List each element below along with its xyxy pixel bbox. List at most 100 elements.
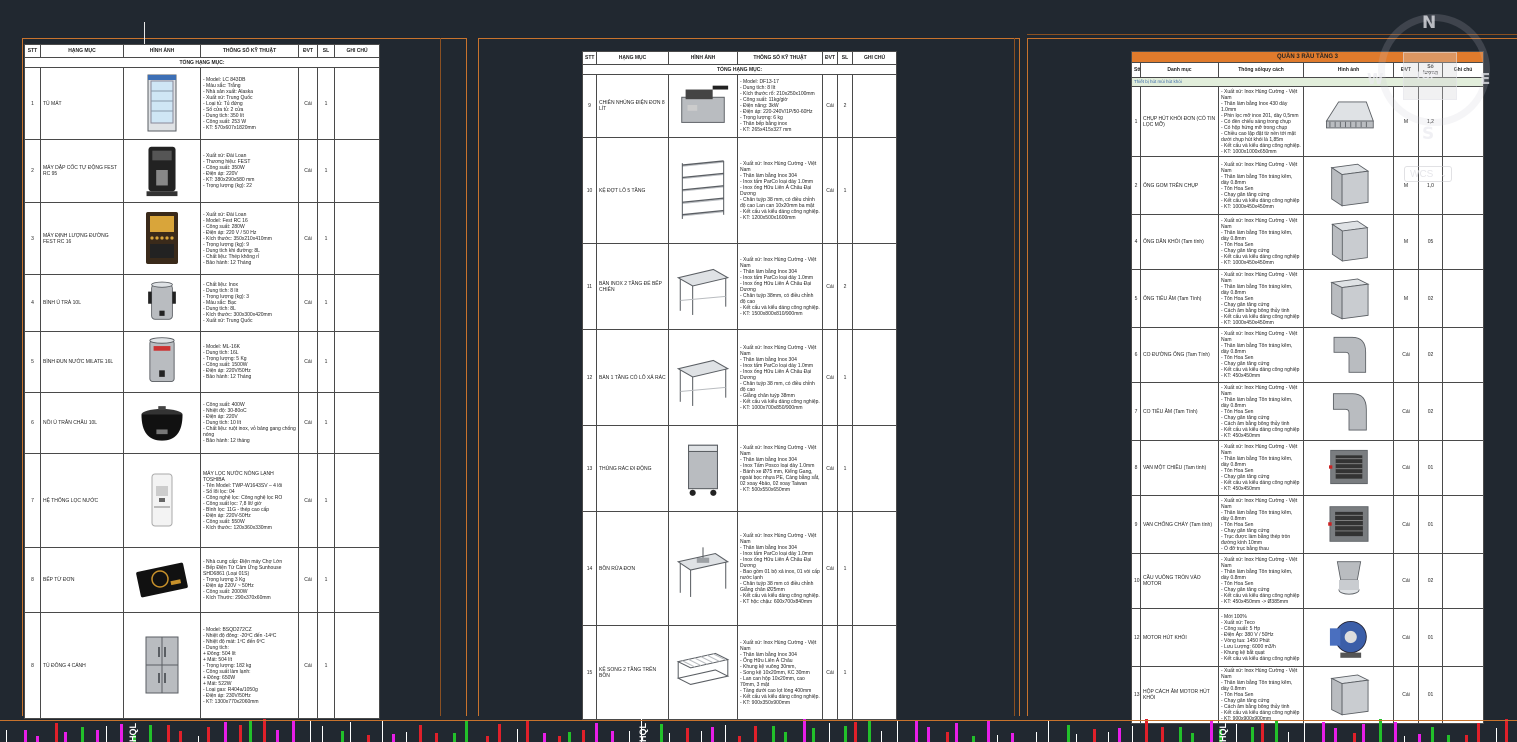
strip-mark (686, 728, 689, 742)
strip-mark (1067, 725, 1070, 742)
wcs-menu[interactable]: WCS ⌄ (1404, 166, 1452, 182)
table-row: 8 TỦ ĐÔNG 4 CÁNH - Model: BSQD272CZ - Nh… (24, 612, 380, 719)
col-header: HÌNH ẢNH (123, 44, 201, 58)
row-number: 5 (1131, 269, 1141, 328)
col-header: HẠNG MỤC (40, 44, 124, 58)
row-number: 15 (582, 625, 597, 720)
product-picture (1309, 498, 1389, 552)
strip-mark (997, 735, 998, 742)
product-image (1303, 440, 1394, 496)
compass-north-label[interactable]: N (1422, 13, 1437, 33)
strip-mark (249, 721, 252, 742)
product-picture (1309, 385, 1389, 439)
strip-mark (498, 724, 501, 742)
unit-cell: Cái (298, 67, 318, 140)
quantity-cell: 1 (317, 202, 335, 275)
item-name: VAN MỘT CHIỀU (Tam tính) (1140, 440, 1219, 496)
item-name: NỒI Ủ TRÂN CHÂU 10L (40, 392, 124, 454)
item-name: HỘP CÁCH ÂM MOTOR HÚT KHÓI (1140, 666, 1219, 724)
col-header: Hình ảnh (1303, 62, 1394, 78)
strip-mark (1118, 728, 1121, 742)
compass-east-label[interactable]: E (1480, 70, 1491, 88)
strip-mark (711, 727, 714, 742)
strip-mark (582, 730, 585, 742)
strip-mark (972, 736, 975, 742)
spec-cell: - Model: DF13-17 - Dung tích: 8 lít - Kí… (737, 74, 823, 138)
note-cell (852, 137, 897, 244)
table-row: 10 CẦU VUÔNG TRÒN VÀO MOTOR - Xuất xứ: I… (1131, 553, 1485, 609)
item-name: VAN CHỐNG CHÁY (Tam tính) (1140, 495, 1219, 554)
strip-mark (350, 722, 351, 742)
note-cell (334, 453, 380, 548)
strip-mark (1477, 723, 1480, 742)
viewcube-compass-ring[interactable] (1378, 14, 1490, 126)
unit-cell: Cái (1393, 382, 1419, 441)
strip-mark (96, 730, 99, 742)
strip-mark (927, 727, 930, 742)
note-cell (334, 612, 380, 719)
strip-mark (660, 724, 663, 742)
item-name: CHIÊN NHÚNG ĐIỆN ĐƠN 8 LÍT (596, 74, 669, 138)
strip-mark (1379, 719, 1382, 742)
unit-cell: Cái (298, 274, 318, 332)
item-name: KỆ SONG 2 TẦNG TRÊN BỒN (596, 625, 669, 720)
viewcube-face-label: TOP (1415, 70, 1438, 82)
product-image (123, 547, 201, 613)
quantity-cell: 1 (317, 331, 335, 393)
strip-mark (987, 721, 990, 742)
product-picture (132, 333, 192, 391)
product-picture (1309, 95, 1389, 149)
product-image (668, 425, 738, 512)
item-name: HỆ THỐNG LỌC NƯỚC (40, 453, 124, 548)
spec-cell: - Model: BSQD272CZ - Nhiệt độ đông: -20º… (200, 612, 299, 719)
product-image (123, 202, 201, 275)
table-row: 13 HỘP CÁCH ÂM MOTOR HÚT KHÓI - Xuất xứ:… (1131, 666, 1485, 724)
quantity-cell: 1 (837, 625, 853, 720)
product-picture (132, 549, 192, 611)
strip-mark (812, 728, 815, 742)
note-cell (1441, 553, 1485, 609)
strip-baseline (0, 720, 1517, 721)
row-number: 1 (24, 67, 41, 140)
col-header: Thông số/quy cách (1218, 62, 1304, 78)
product-picture (1309, 442, 1389, 494)
quantity-cell: 1 (837, 425, 853, 512)
strip-mark (881, 731, 882, 742)
row-number: 7 (24, 453, 41, 548)
sheet3-top-border (1027, 38, 1517, 39)
viewcube-top-face[interactable]: TOP (1403, 52, 1457, 100)
product-picture (132, 141, 192, 201)
group-label: TỔNG HẠNG MỤC: (582, 64, 897, 75)
spec-cell: - Xuất xứ: Inox Hùng Cường - Việt Nam - … (737, 329, 823, 426)
compass-south-label[interactable]: S (1422, 124, 1435, 144)
quantity-cell: 1 (317, 612, 335, 719)
strip-mark (1076, 734, 1077, 742)
table-row: 11 BÀN INOX 2 TẦNG ĐỂ BẾP CHIÊN - Xuất x… (582, 243, 897, 330)
product-picture (132, 394, 192, 452)
row-number: 11 (582, 243, 597, 330)
strip-mark (276, 730, 279, 742)
strip-mark (263, 719, 266, 742)
unit-cell: M (1393, 214, 1419, 270)
col-header: GHI CHÚ (334, 44, 380, 58)
note-cell (334, 67, 380, 140)
unit-cell: Cái (298, 612, 318, 719)
strip-mark (224, 722, 227, 742)
note-cell (334, 274, 380, 332)
row-number: 5 (24, 331, 41, 393)
item-name: CO ĐƯỜNG ỐNG (Tam Tính) (1140, 327, 1219, 383)
quantity-cell: 01 (1418, 608, 1443, 667)
sheet2-left-border (478, 38, 479, 716)
spec-cell: - Xuất xứ: Inox Hùng Cường - Việt Nam - … (1218, 553, 1304, 609)
product-image (1303, 553, 1394, 609)
table-row: 14 BỒN RỬA ĐƠN - Xuất xứ: Inox Hùng Cườn… (582, 511, 897, 626)
table-row: 5 ỐNG TIÊU ÂM (Tam Tính) - Xuất xứ: Inox… (1131, 269, 1485, 328)
product-picture (1309, 216, 1389, 268)
compass-west-label[interactable]: W (1367, 70, 1384, 88)
quantity-cell: 05 (1418, 214, 1443, 270)
strip-mark (1465, 735, 1468, 742)
strip-mark (1236, 724, 1237, 742)
strip-mark (1362, 724, 1365, 742)
note-cell (852, 511, 897, 626)
